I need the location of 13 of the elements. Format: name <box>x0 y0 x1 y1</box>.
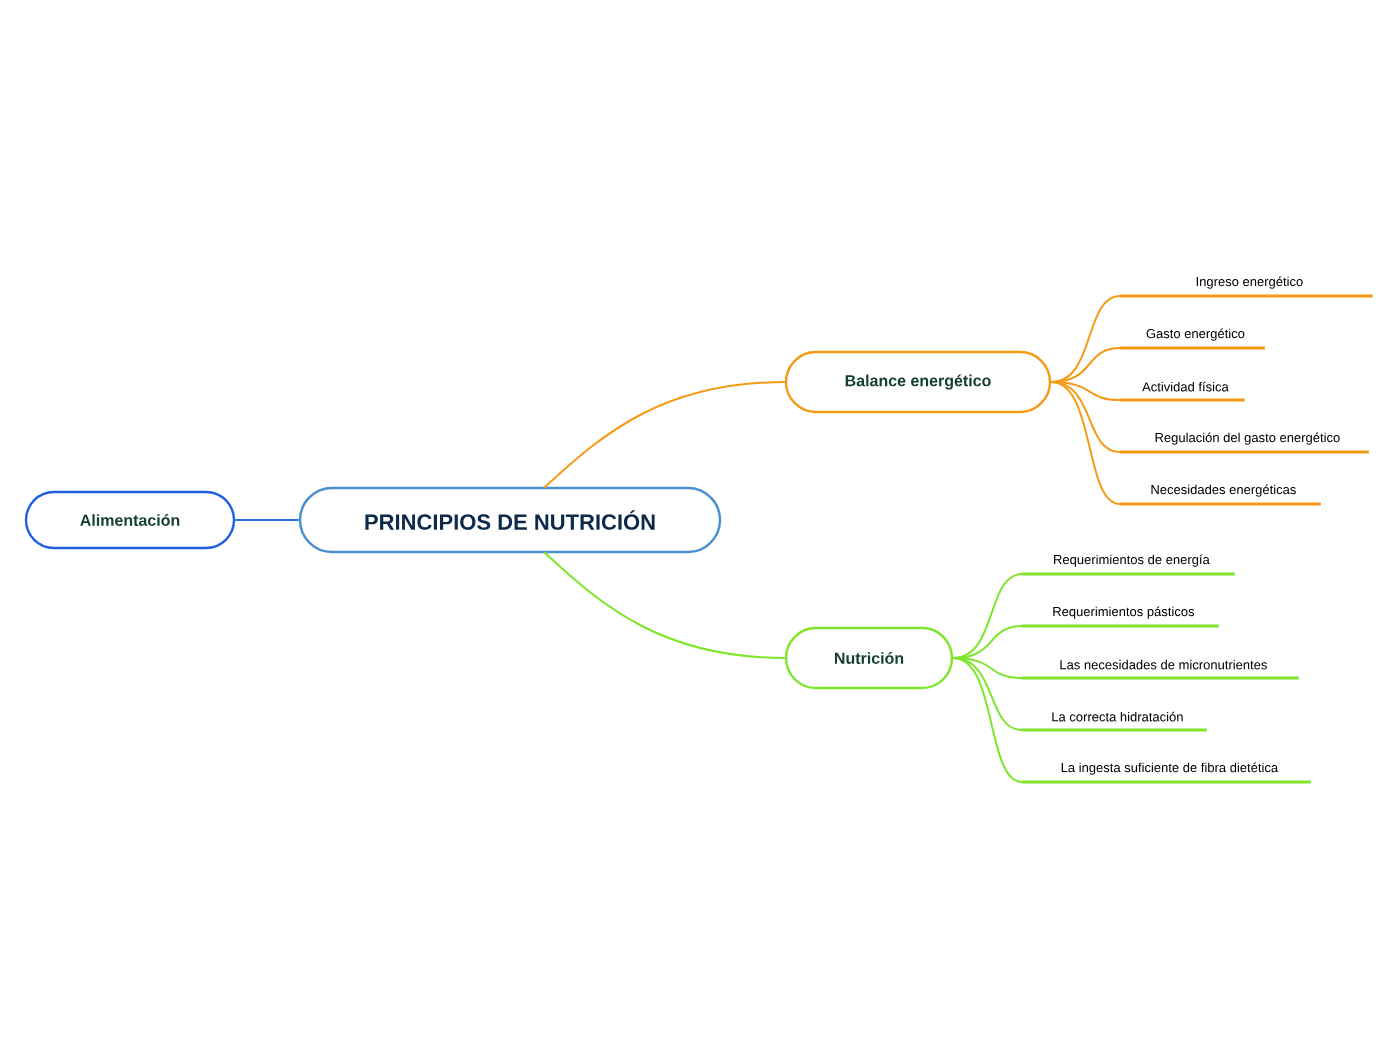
topic-box: PRINCIPIOS DE NUTRICIÓN <box>298 486 722 554</box>
connector <box>1050 381 1121 505</box>
connector <box>1050 381 1121 401</box>
branch-box: Alimentación <box>24 490 236 550</box>
branch-box: Balance energético <box>784 350 1052 414</box>
connector <box>952 573 1023 659</box>
connector <box>543 551 786 659</box>
connector <box>234 519 300 521</box>
connector <box>1050 295 1121 383</box>
branch-box: Nutrición <box>784 626 954 690</box>
connector <box>952 657 1023 783</box>
connector <box>543 381 786 489</box>
connector <box>952 657 1023 679</box>
